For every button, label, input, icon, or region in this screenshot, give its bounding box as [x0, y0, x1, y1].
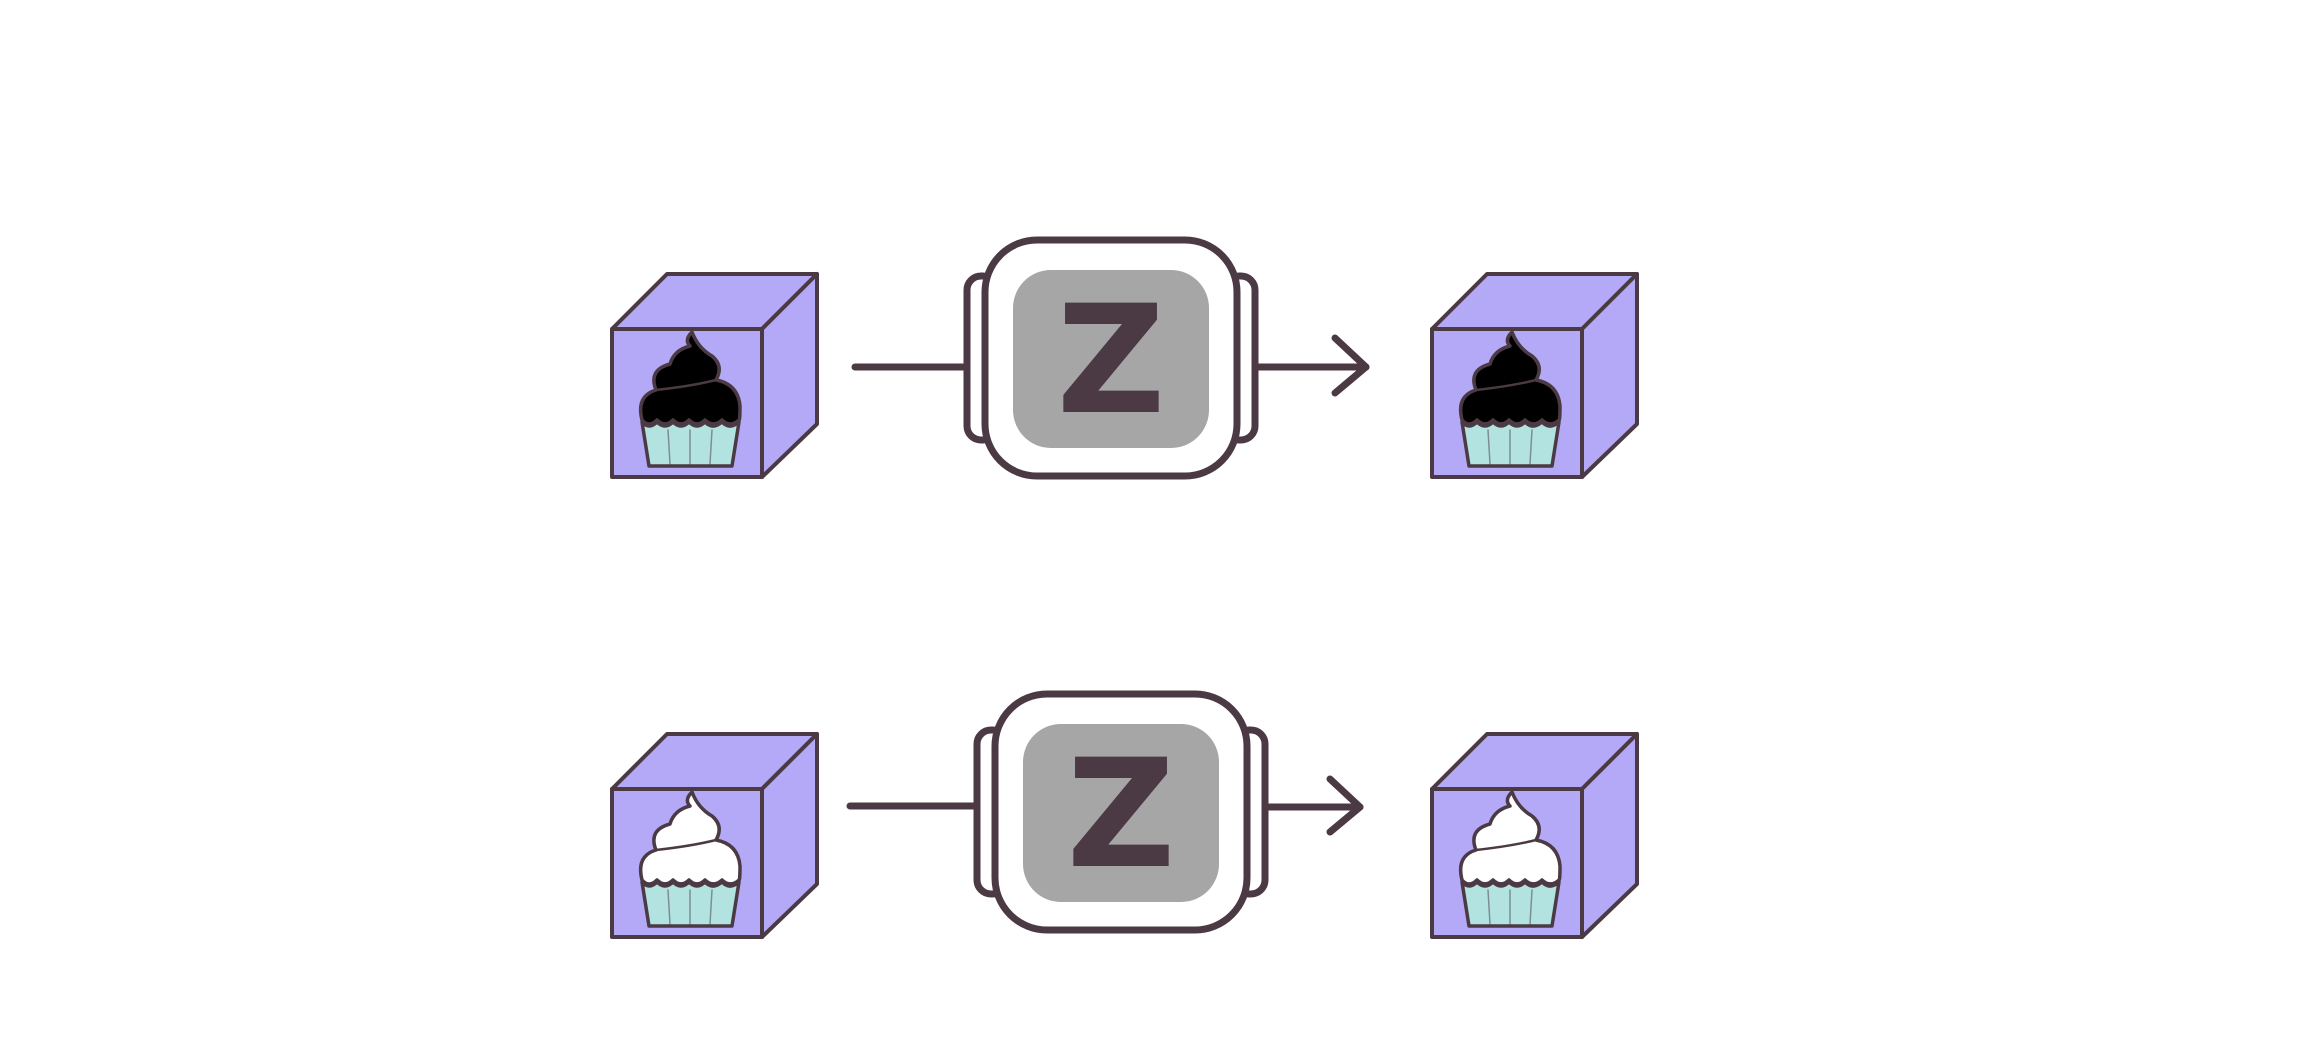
- output-arrow-2: [1264, 775, 1364, 836]
- input-box-1: [610, 272, 819, 479]
- output-arrow-1: [1254, 334, 1370, 397]
- function-block-2: Z: [977, 694, 1265, 930]
- function-symbol-2: Z: [1067, 728, 1176, 902]
- input-box-2: [610, 732, 819, 939]
- output-box-2: [1430, 732, 1639, 939]
- row-2: Z: [610, 694, 1639, 939]
- output-box-1: [1430, 272, 1639, 479]
- function-symbol-1: Z: [1057, 274, 1166, 448]
- row-1: Z: [610, 240, 1639, 479]
- function-block-1: Z: [967, 240, 1255, 476]
